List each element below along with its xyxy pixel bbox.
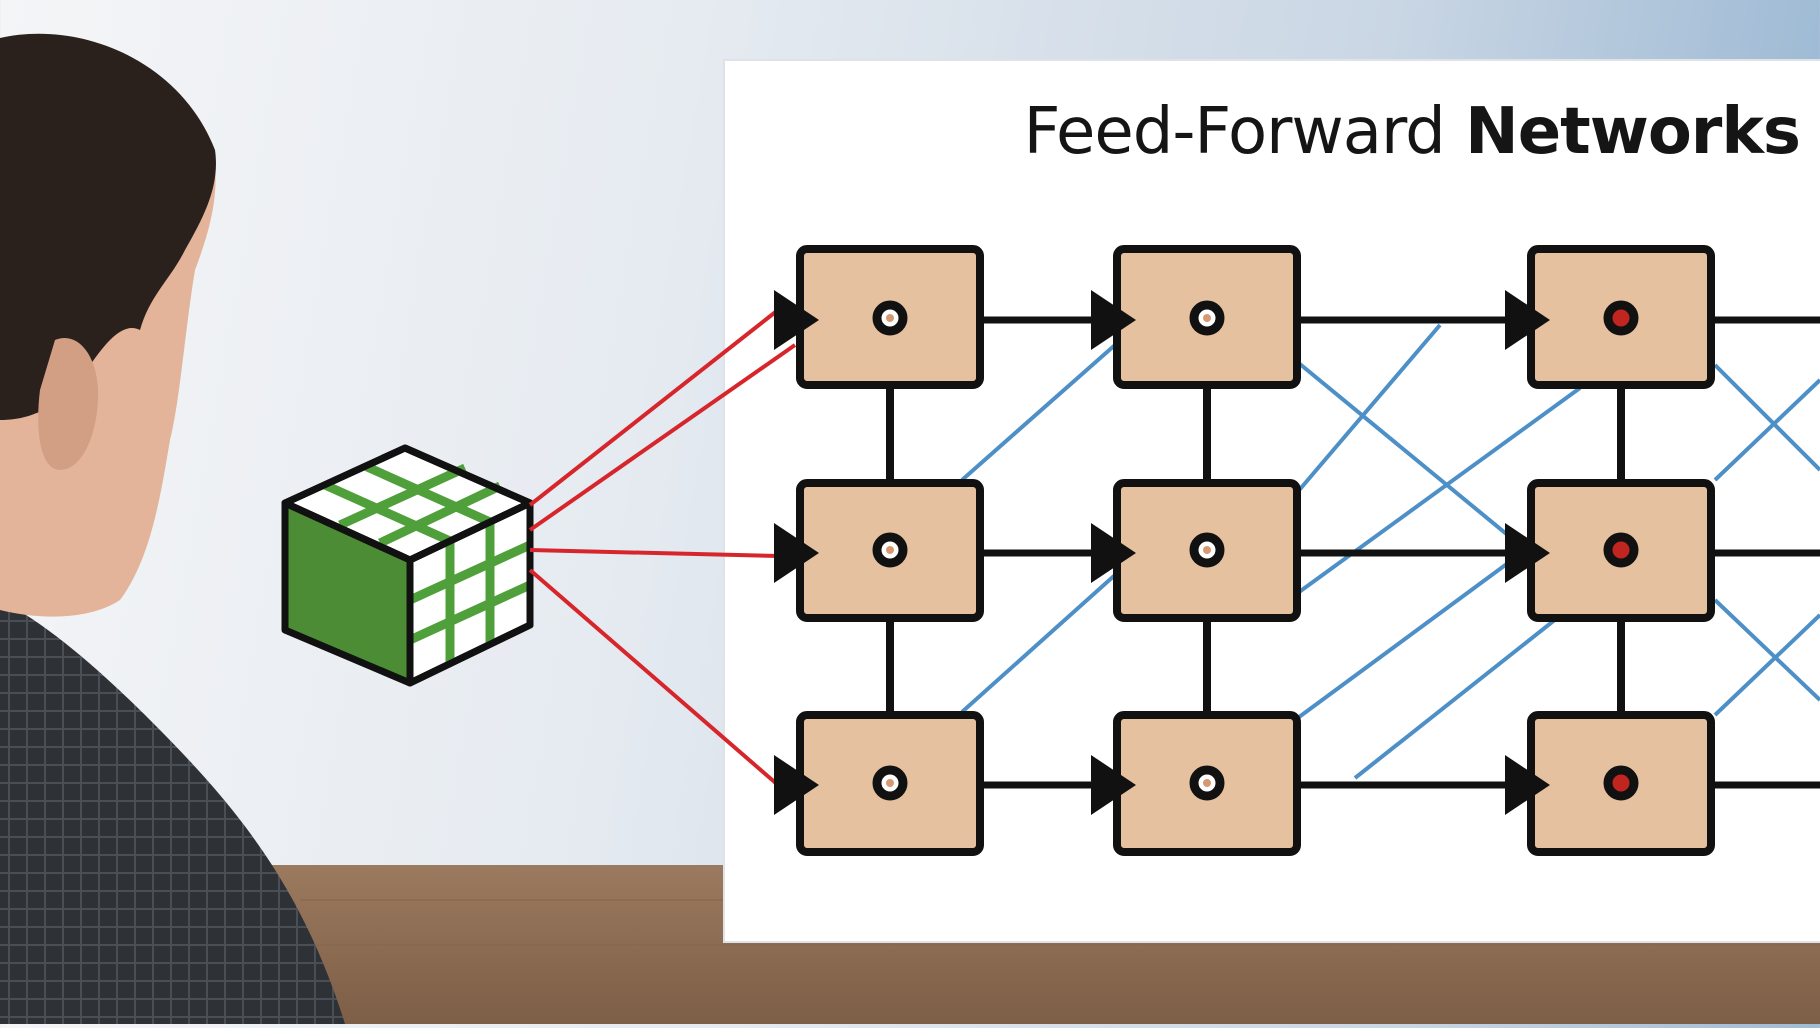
cross-edge [1713,613,1820,717]
arrowheads [774,290,1550,815]
cross-edge [1713,598,1820,702]
input-edges [528,308,797,787]
title-bold: Networks [1465,95,1801,169]
node-dot-icon [1603,765,1639,801]
input-edge [528,568,780,787]
input-edge [528,308,780,507]
node-dots [872,300,1639,801]
cross-edge [1293,358,1534,557]
diagram-title: Feed-Forward Networks [1000,92,1801,172]
arrowhead-icon [1505,290,1550,350]
person-ear [38,338,99,470]
person-hair [0,33,216,420]
arrowhead-icon [1091,290,1136,350]
title-regular: Feed-Forward [1023,95,1446,169]
node-dot-icon [1603,532,1639,568]
cross-edge [1293,386,1582,597]
vertical-connectors [886,385,1625,715]
cross-edge [1353,598,1582,780]
cross-edge [960,573,1117,714]
person-shoulder [0,600,345,1024]
node-dot-icon [1603,300,1639,336]
arrowhead-icon [1091,523,1136,583]
arrowhead-icon [774,755,819,815]
arrowhead-icon [774,523,819,583]
cross-edge [1713,363,1820,472]
arrowhead-icon [1505,523,1550,583]
person-viewer [0,33,345,1024]
cross-edge [1713,378,1820,482]
arrowhead-icon [1091,755,1136,815]
horizontal-connectors [980,316,1820,789]
arrowhead-icon [774,290,819,350]
cross-edge [1293,323,1442,497]
input-cube-icon [281,444,534,687]
cross-edge [960,343,1117,482]
input-edge [528,343,797,532]
input-edge [529,548,779,558]
arrowhead-icon [1505,755,1550,815]
